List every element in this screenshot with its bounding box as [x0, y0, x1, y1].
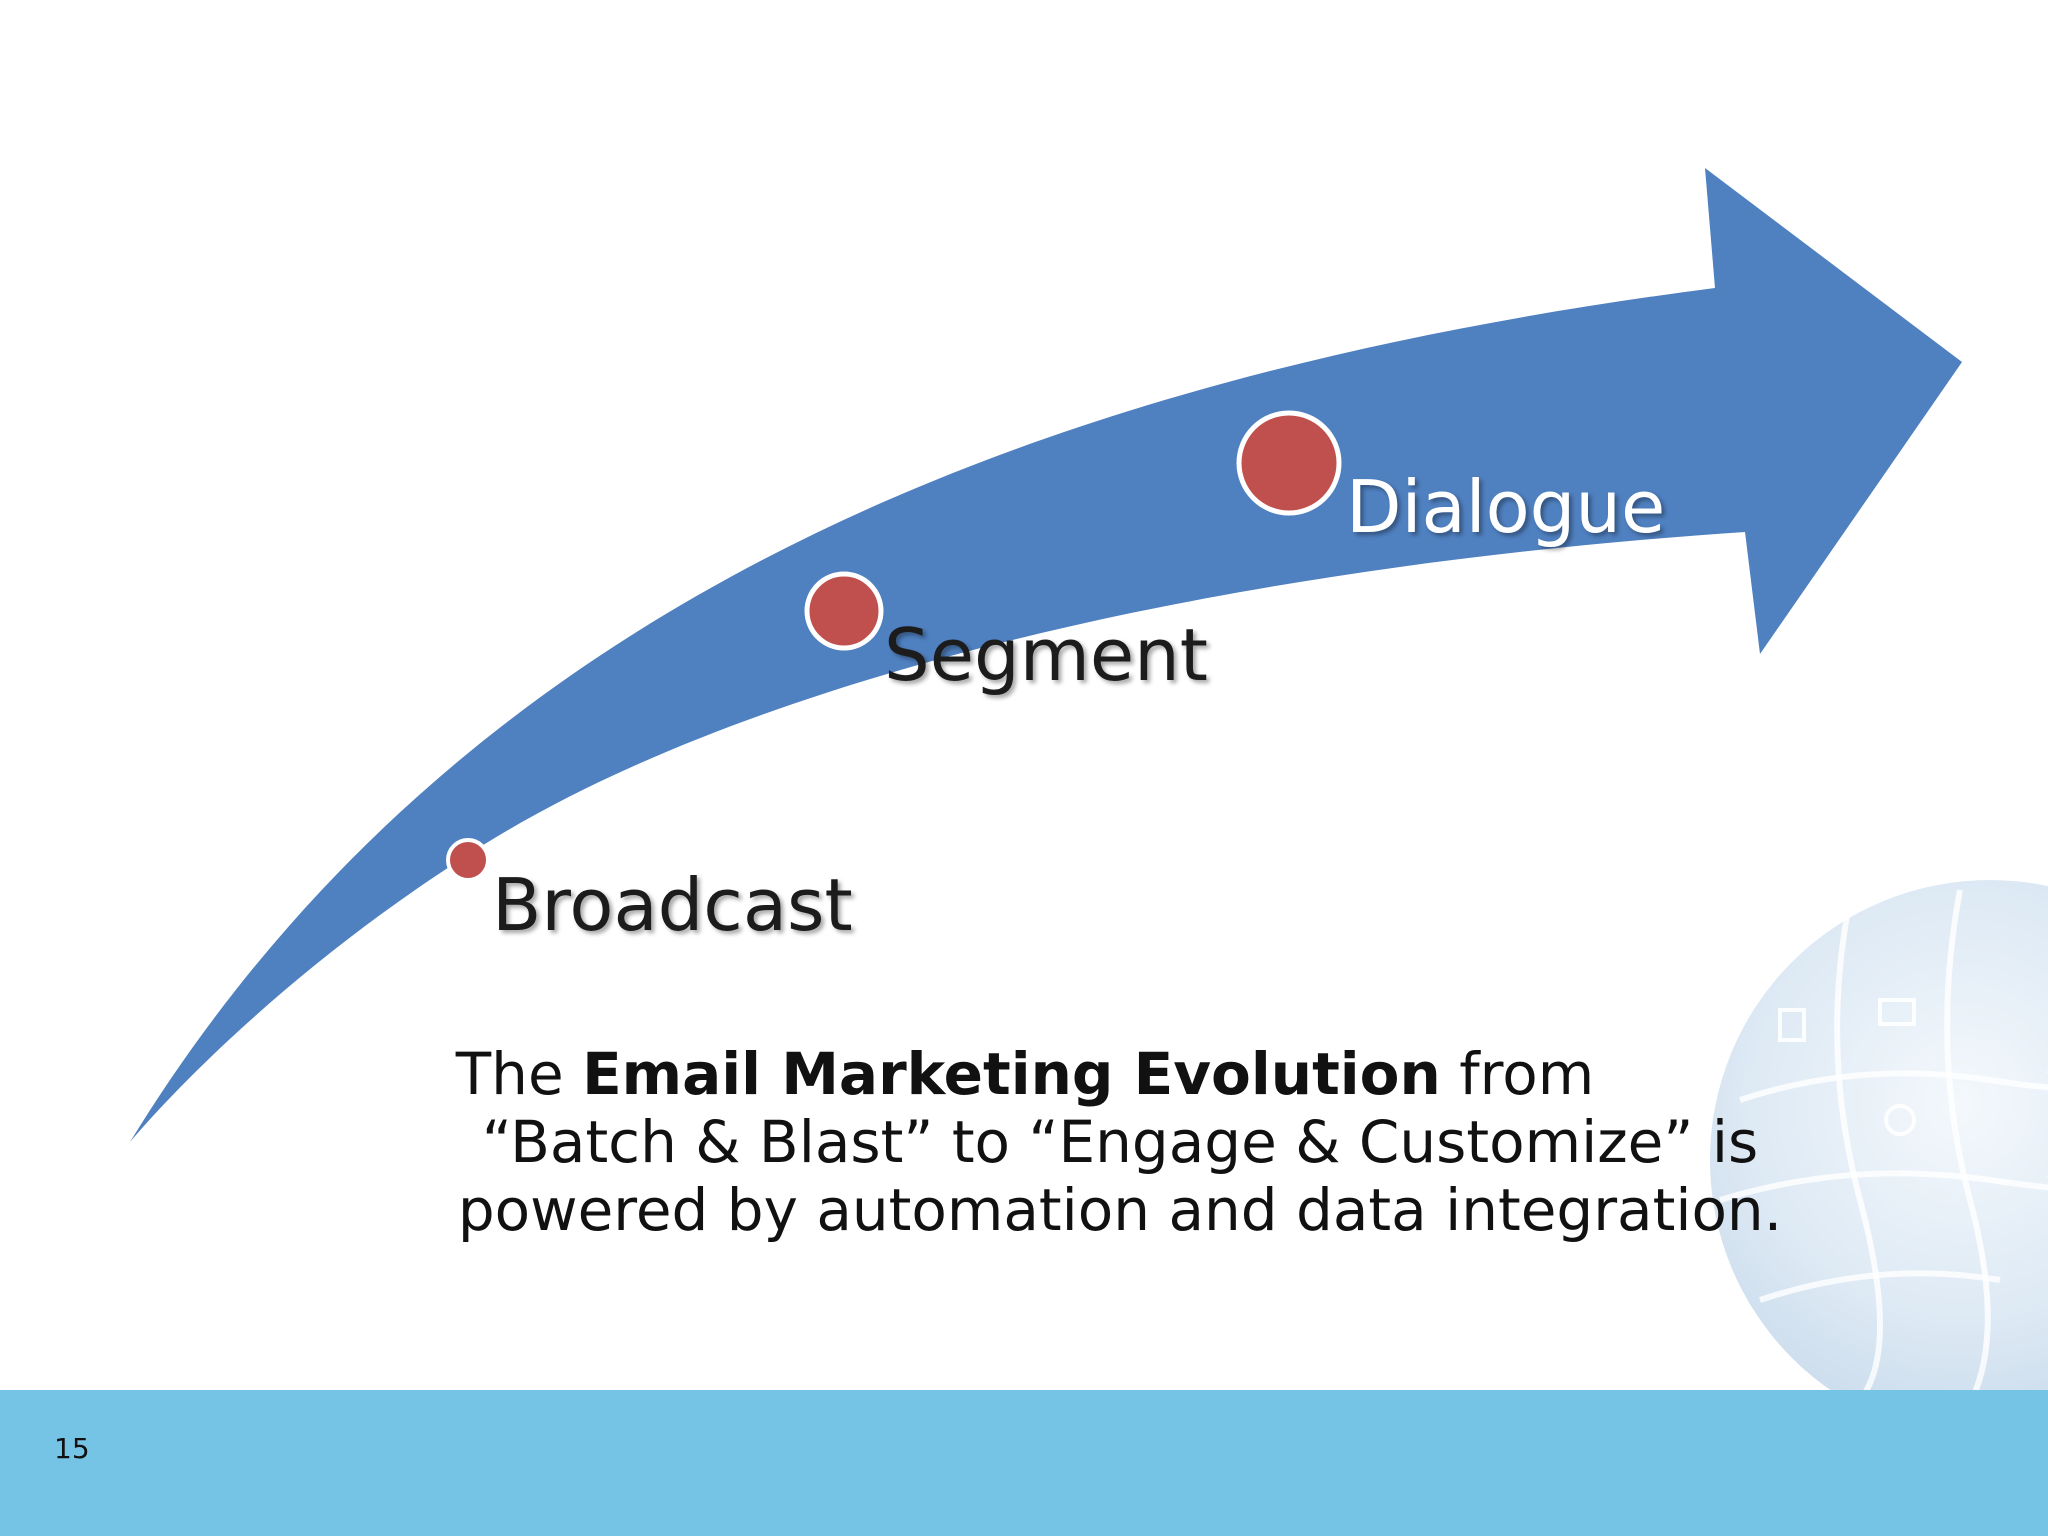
footer-band: [0, 1390, 2048, 1536]
slide-caption: The Email Marketing Evolution from “Batc…: [300, 1040, 1940, 1244]
growth-arrow: [130, 168, 1962, 1142]
caption-line-2: “Batch & Blast” to “Engage & Customize” …: [481, 1108, 1759, 1176]
stage-dot-broadcast: [446, 838, 490, 882]
stage-label-segment: Segment: [884, 613, 1208, 697]
caption-line-1-post: from: [1440, 1040, 1595, 1108]
stage-dot-segment: [804, 571, 884, 651]
puzzle-globe-icon: [1710, 880, 2048, 1440]
stage-label-broadcast: Broadcast: [492, 863, 853, 947]
caption-line-1-pre: The: [455, 1040, 583, 1108]
stage-dot-dialogue: [1236, 410, 1342, 516]
caption-emphasis: Email Marketing Evolution: [582, 1040, 1441, 1108]
page-number: 15: [54, 1432, 90, 1465]
stage-label-dialogue: Dialogue: [1346, 465, 1665, 549]
caption-line-1: The Email Marketing Evolution from: [300, 1040, 1940, 1108]
caption-line-3: powered by automation and data integrati…: [457, 1176, 1783, 1244]
